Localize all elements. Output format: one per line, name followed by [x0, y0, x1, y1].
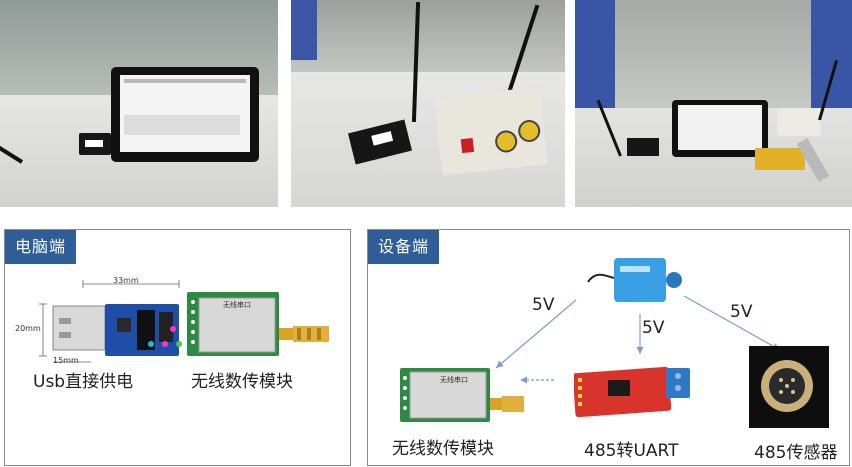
arrow-to-sensor	[683, 295, 781, 351]
converter-caption: 485转UART	[584, 441, 679, 461]
device-side-panel: 设备端 5V 5V 5V 无线串口	[367, 229, 850, 466]
radio-module-label: 无线串口	[440, 376, 468, 384]
pc-side-panel: 电脑端 33mm 20mm 15mm 无线串口	[4, 229, 351, 466]
enclosure-box	[777, 108, 821, 136]
voltage-label-left: 5V	[532, 295, 555, 315]
radio-module-image	[400, 368, 524, 422]
battery-pack-image	[587, 258, 682, 302]
tablet-screen	[120, 75, 250, 152]
voltage-label-right: 5V	[730, 302, 753, 322]
usb-radio-module	[79, 133, 111, 155]
usb-caption: Usb直接供电	[33, 372, 134, 392]
arrow-to-radio	[495, 299, 577, 369]
dimension-width-label: 33mm	[113, 276, 139, 285]
connection-arrows	[495, 295, 781, 384]
photo-device-box	[291, 0, 565, 207]
voltage-label-center: 5V	[642, 318, 665, 338]
usb-radio-module	[627, 138, 659, 156]
enclosure-box	[434, 86, 548, 176]
dimension-depth-label: 15mm	[53, 356, 79, 365]
tablet-device	[111, 67, 259, 162]
sensor-image	[749, 346, 829, 428]
usb-module-image	[39, 280, 182, 363]
photo-full-system	[575, 0, 852, 207]
radio-module-image	[187, 292, 329, 356]
sensor-block	[755, 148, 805, 170]
radio-module-label: 无线串口	[223, 301, 251, 309]
tablet-device	[672, 100, 768, 157]
dimension-height-label: 20mm	[15, 324, 41, 333]
radio-caption: 无线数传模块	[392, 439, 494, 459]
panel-title: 设备端	[368, 230, 440, 264]
panel-title: 电脑端	[5, 230, 77, 264]
radio-caption: 无线数传模块	[191, 372, 293, 392]
photo-laptop-setup	[0, 0, 278, 207]
sensor-caption: 485传感器	[754, 443, 838, 463]
converter-board-image	[574, 366, 690, 418]
